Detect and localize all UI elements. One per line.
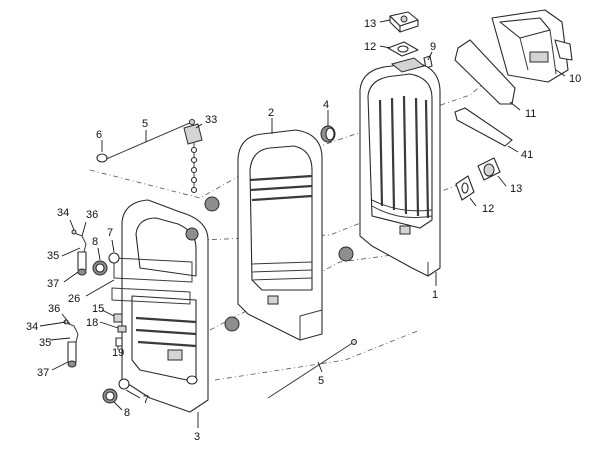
rear-nipple-lower [338, 246, 354, 262]
callout-8-lower: 8 [124, 407, 130, 419]
lower-sensor-assembly-part [63, 319, 79, 368]
drain-valve-part [183, 123, 203, 194]
callout-3: 3 [194, 431, 200, 443]
callout-5-bottom: 5 [318, 375, 324, 387]
plug-18-part [117, 325, 127, 333]
plug-15-part [113, 313, 123, 323]
callout-12-side: 12 [482, 203, 494, 215]
middle-heat-exchanger-section-part [237, 129, 323, 341]
callout-9: 9 [430, 41, 436, 53]
callout-36-upper: 36 [86, 209, 98, 221]
lower-o-ring-part [118, 378, 130, 390]
top-nipple-part [320, 125, 336, 143]
callout-13-top: 13 [364, 18, 376, 30]
lower-tie-rod-part [267, 341, 355, 399]
callout-8-upper: 8 [92, 236, 98, 248]
callout-36-lower: 36 [48, 303, 60, 315]
callout-34-lower: 34 [26, 321, 38, 333]
callout-34-upper: 34 [57, 207, 69, 219]
callout-35-upper: 35 [47, 250, 59, 262]
side-flange-part [477, 157, 501, 181]
upper-o-ring-part [108, 252, 120, 264]
washer-part [96, 153, 108, 163]
callout-41: 41 [521, 149, 533, 161]
callout-26: 26 [68, 293, 80, 305]
small-fitting-part [423, 55, 433, 69]
callout-35-lower: 35 [39, 337, 51, 349]
lower-plug-part [102, 388, 118, 404]
callout-37-lower: 37 [37, 367, 49, 379]
callout-4: 4 [323, 99, 329, 111]
callout-13-side: 13 [510, 183, 522, 195]
callout-19: 19 [112, 347, 124, 359]
callout-labels: 13 12 9 10 11 4 2 5 33 6 41 13 12 34 36 … [26, 18, 581, 443]
rear-heat-exchanger-section-part [359, 57, 441, 277]
plug-19-part [115, 337, 123, 347]
insulation-strip-part [454, 107, 513, 147]
side-gasket-part [455, 175, 475, 201]
callout-37-upper: 37 [47, 278, 59, 290]
front-heat-exchanger-section-part [111, 199, 209, 413]
flue-adaptor-hood-part [491, 9, 573, 83]
assembly-axis-bottom [214, 329, 421, 381]
callout-5-top: 5 [142, 118, 148, 130]
callout-1: 1 [432, 289, 438, 301]
mid-nipple-upper [204, 196, 220, 212]
callout-7-upper: 7 [107, 227, 113, 239]
callout-18: 18 [86, 317, 98, 329]
upper-plug-part [92, 260, 108, 276]
mid-nipple-lower [224, 316, 240, 332]
callout-6: 6 [96, 129, 102, 141]
upper-tie-rod-part [103, 121, 193, 161]
callout-33: 33 [205, 114, 217, 126]
top-gasket-part [387, 41, 419, 57]
callout-11: 11 [525, 108, 536, 120]
callout-2: 2 [268, 107, 274, 119]
top-flange-part [389, 11, 419, 33]
callout-12-top: 12 [364, 41, 376, 53]
callout-10: 10 [569, 73, 581, 85]
callout-7-lower: 7 [143, 394, 149, 406]
callout-15: 15 [92, 303, 104, 315]
upper-sensor-assembly-part [71, 229, 87, 276]
leader-lines [39, 19, 566, 428]
